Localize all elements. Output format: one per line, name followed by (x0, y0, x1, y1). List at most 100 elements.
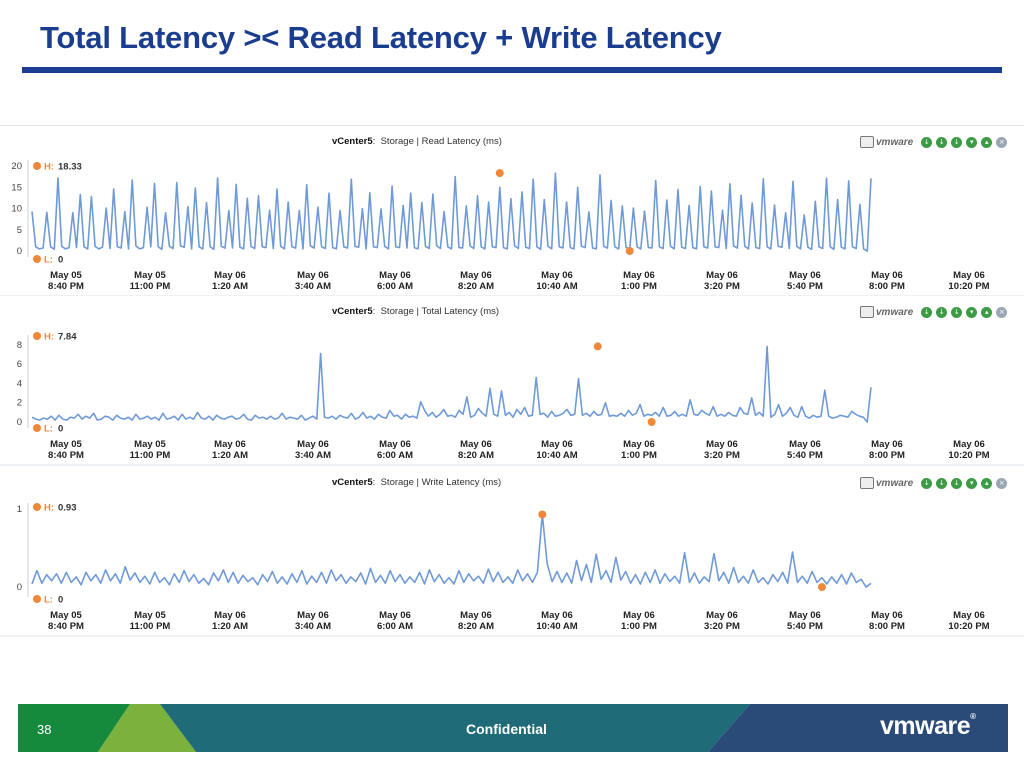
high-value-prefix: H: (44, 162, 54, 173)
x-tick-date: May 06 (214, 439, 246, 450)
x-tick-date: May 06 (953, 439, 985, 450)
print-icon[interactable] (860, 136, 874, 148)
footer-teal-block (160, 704, 750, 752)
low-value-marker (33, 255, 41, 263)
registered-mark: ® (970, 712, 976, 721)
footer-navy-block (708, 704, 1008, 752)
high-value-text: 7.84 (58, 332, 77, 343)
panel-toolbar: vmware ↓ ↓ ↓ ▾ ▴ × (860, 134, 1008, 150)
x-tick-date: May 05 (134, 270, 166, 281)
footer-band (18, 704, 1008, 752)
write-latency-panel: vCenter5: Storage | Write Latency (ms) v… (0, 467, 1024, 637)
x-tick-date: May 06 (706, 270, 738, 281)
low-value-prefix: L: (44, 595, 53, 606)
source-label: vCenter5 (332, 136, 373, 147)
high-value-text: 0.93 (58, 503, 77, 514)
series-line (31, 513, 872, 588)
high-value-prefix: H: (44, 503, 54, 514)
download-icon[interactable]: ↓ (936, 306, 948, 318)
panel-title: vCenter5: Storage | Total Latency (ms) (332, 306, 500, 317)
high-point-marker (538, 510, 547, 519)
download-icon[interactable]: ↓ (936, 477, 948, 489)
x-tick-time: 3:40 AM (295, 281, 331, 292)
panel-toolbar: vmware ↓ ↓ ↓ ▾ ▴ × (860, 475, 1008, 491)
x-tick-time: 3:20 PM (704, 621, 740, 632)
panel-toolbar: vmware ↓ ↓ ↓ ▾ ▴ × (860, 304, 1008, 320)
export-icon[interactable]: ↓ (921, 477, 933, 489)
x-tick-time: 10:20 PM (948, 281, 989, 292)
y-tick-label: 20 (11, 161, 22, 172)
x-tick-date: May 06 (541, 439, 573, 450)
x-tick-date: May 05 (50, 610, 82, 621)
x-tick-time: 3:20 PM (704, 450, 740, 461)
x-tick-time: 10:20 PM (948, 450, 989, 461)
x-tick-time: 8:40 PM (48, 621, 84, 632)
panel-header: vCenter5: Storage | Total Latency (ms) v… (0, 296, 1024, 320)
x-tick-date: May 06 (379, 439, 411, 450)
x-tick-date: May 06 (623, 270, 655, 281)
x-tick-date: May 06 (623, 439, 655, 450)
x-tick-time: 1:20 AM (212, 281, 248, 292)
x-tick-time: 10:20 PM (948, 621, 989, 632)
print-icon[interactable] (860, 306, 874, 318)
x-tick-date: May 06 (214, 270, 246, 281)
page-number: 38 (37, 722, 52, 737)
low-value-marker (33, 595, 41, 603)
export-icon[interactable]: ↓ (921, 136, 933, 148)
y-tick-label: 5 (17, 225, 22, 236)
low-value-text: 0 (58, 424, 63, 435)
toolbar-logo: vmware (876, 136, 914, 148)
x-tick-date: May 06 (953, 270, 985, 281)
x-tick-time: 1:00 PM (621, 450, 657, 461)
chart-title: Storage | Total Latency (ms) (380, 306, 500, 317)
expand-icon[interactable]: ▴ (981, 477, 993, 489)
download-icon[interactable]: ↓ (936, 136, 948, 148)
collapse-icon[interactable]: ▾ (966, 306, 978, 318)
low-value-text: 0 (58, 255, 63, 266)
high-value-text: 18.33 (58, 162, 82, 173)
performance-charts: vCenter5: Storage | Read Latency (ms) vm… (0, 125, 1024, 638)
low-point-marker (817, 583, 826, 592)
x-tick-time: 11:00 PM (130, 450, 171, 461)
close-icon[interactable]: × (996, 136, 1008, 148)
print-icon[interactable] (860, 477, 874, 489)
collapse-icon[interactable]: ▾ (966, 477, 978, 489)
panel-title: vCenter5: Storage | Write Latency (ms) (332, 477, 502, 488)
panel-header: vCenter5: Storage | Read Latency (ms) vm… (0, 126, 1024, 150)
x-tick-time: 1:20 AM (212, 450, 248, 461)
x-tick-time: 3:40 AM (295, 450, 331, 461)
close-icon[interactable]: × (996, 306, 1008, 318)
total-latency-panel: vCenter5: Storage | Total Latency (ms) v… (0, 296, 1024, 466)
x-tick-date: May 06 (789, 610, 821, 621)
export-icon[interactable]: ↓ (921, 306, 933, 318)
high-value-marker (33, 332, 41, 340)
slide-title: Total Latency >< Read Latency + Write La… (40, 20, 722, 55)
save-icon[interactable]: ↓ (951, 477, 963, 489)
panel-header: vCenter5: Storage | Write Latency (ms) v… (0, 467, 1024, 491)
x-tick-date: May 06 (297, 270, 329, 281)
x-tick-time: 3:40 AM (295, 621, 331, 632)
x-tick-date: May 06 (953, 610, 985, 621)
vmware-logo: vmware® (880, 712, 976, 741)
save-icon[interactable]: ↓ (951, 136, 963, 148)
expand-icon[interactable]: ▴ (981, 306, 993, 318)
footer-light-green-block (98, 704, 196, 752)
toolbar-logo: vmware (876, 477, 914, 489)
x-tick-date: May 06 (379, 270, 411, 281)
close-icon[interactable]: × (996, 477, 1008, 489)
x-tick-date: May 05 (50, 270, 82, 281)
expand-icon[interactable]: ▴ (981, 136, 993, 148)
save-icon[interactable]: ↓ (951, 306, 963, 318)
x-tick-date: May 06 (789, 439, 821, 450)
collapse-icon[interactable]: ▾ (966, 136, 978, 148)
y-tick-label: 15 (11, 182, 22, 193)
toolbar-logo: vmware (876, 306, 914, 318)
title-underline (22, 67, 1002, 73)
y-tick-label: 4 (17, 378, 22, 389)
high-point-marker (593, 342, 602, 351)
x-tick-date: May 05 (134, 439, 166, 450)
x-tick-date: May 05 (50, 439, 82, 450)
chart-title: Storage | Read Latency (ms) (380, 136, 502, 147)
